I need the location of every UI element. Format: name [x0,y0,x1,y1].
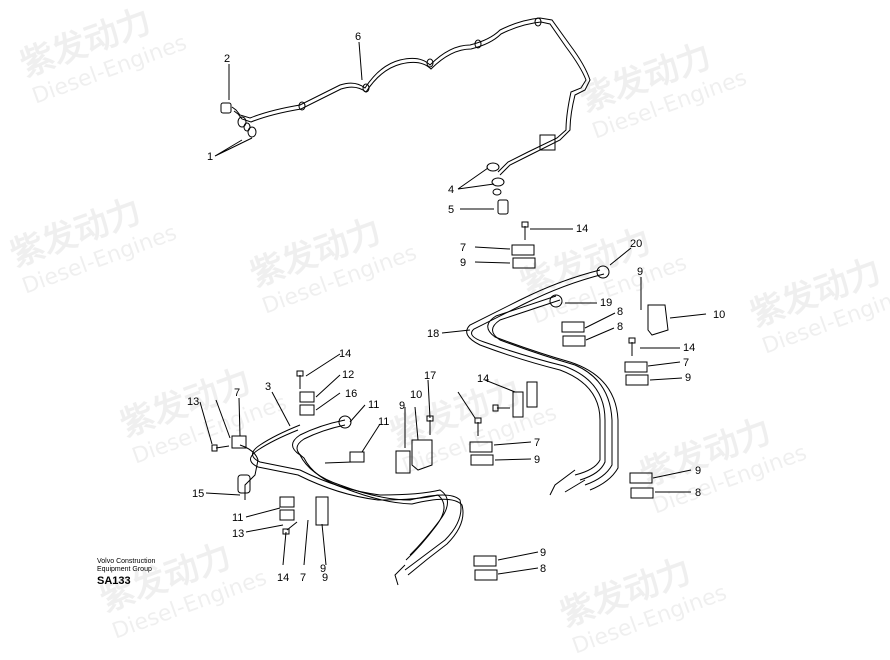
callout: 7 [234,387,240,399]
callout: 3 [265,381,271,393]
callout: 9 [320,563,326,575]
callout: 8 [617,306,623,318]
callout: 13 [232,528,244,540]
callout: 9 [685,372,691,384]
callout: 20 [630,238,642,250]
callout: 6 [355,31,361,43]
callout: 10 [713,309,725,321]
callout: 16 [345,388,357,400]
callout: 15 [192,488,204,500]
callout: 14 [576,223,588,235]
callout: 7 [683,357,689,369]
callout: 8 [695,487,701,499]
callout: 14 [683,342,695,354]
callout: 4 [448,184,454,196]
injection-pipe-bundle-left [237,415,464,586]
bolts [211,221,636,535]
callout: 9 [534,454,540,466]
callout-numbers: 2 6 1 4 5 14 7 9 20 19 18 9 8 10 14 7 9 … [187,31,725,584]
callout: 9 [399,400,405,412]
callout: 14 [477,373,489,385]
caption-line-2: Equipment Group [97,566,152,573]
leader-lines [199,41,707,575]
callout: 13 [187,396,199,408]
callout: 14 [277,572,289,584]
callout: 9 [695,465,701,477]
callout: 9 [322,572,328,584]
callout: 12 [342,369,354,381]
mounting-brackets [411,304,669,471]
callout: 14 [339,348,351,360]
callout: 17 [424,370,436,382]
callout: 8 [617,321,623,333]
callout: 18 [427,328,439,340]
callout: 11 [232,512,243,524]
banjo-fitting-left [220,102,257,138]
callout: 2 [224,53,230,65]
banjo-fitting-right [486,162,509,215]
callout: 8 [540,563,546,575]
injection-pipe-bundle-right [466,265,619,496]
clamps [231,244,654,581]
callout: 7 [534,437,540,449]
diagram-code: SA133 [97,575,131,587]
callout: 7 [300,572,306,584]
callout: 19 [600,297,612,309]
callout: 11 [378,416,389,428]
callout: 7 [460,242,466,254]
callout: 5 [448,204,454,216]
callout: 1 [207,151,213,163]
callout: 9 [540,547,546,559]
return-line-top [231,17,591,176]
caption-line-1: Volvo Construction [97,558,156,565]
manufacturer-caption: Volvo Construction Equipment Group [97,558,155,574]
callout: 10 [410,389,422,401]
callout: 9 [637,266,643,278]
callout: 11 [368,399,379,411]
callout: 9 [460,257,466,269]
exploded-view-drawing: 2 6 1 4 5 14 7 9 20 19 18 9 8 10 14 7 9 … [187,17,725,586]
